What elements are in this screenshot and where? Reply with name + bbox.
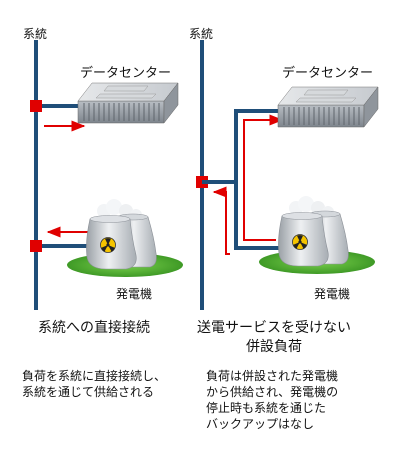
- right-diagram: [196, 40, 379, 310]
- right-power-flow-arrow-to-datacenter: [243, 114, 284, 241]
- right-nuclear-plant-icon: [258, 195, 376, 275]
- right-generator-label: 発電機: [314, 287, 351, 301]
- right-private-connection-line: [202, 109, 290, 184]
- left-datacenter-icon: [77, 82, 179, 124]
- left-connection-point-lower: [30, 240, 42, 252]
- left-connection-point-upper: [30, 100, 42, 112]
- left-grid-label: 系統: [23, 27, 48, 41]
- right-description: 負荷は併設された発電機 から供給され、発電機の 停止時も系統を通じた バックアッ…: [206, 369, 339, 431]
- left-generator-label: 発電機: [116, 287, 153, 301]
- left-description: 負荷を系統に直接接続し、 系統を通じて供給される: [22, 369, 167, 399]
- left-datacenter-label: データセンター: [80, 66, 172, 81]
- right-datacenter-icon: [277, 86, 379, 128]
- right-power-flow-arrow-to-grid: [212, 186, 230, 255]
- left-nuclear-plant-icon: [66, 198, 184, 278]
- right-caption: 送電サービスを受けない 併設負荷: [197, 320, 351, 355]
- left-caption: 系統への直接接続: [38, 320, 150, 336]
- right-private-connection-line-to-generator: [234, 182, 290, 250]
- right-grid-label: 系統: [189, 27, 214, 41]
- left-diagram: [30, 40, 184, 310]
- right-datacenter-label: データセンター: [282, 66, 374, 81]
